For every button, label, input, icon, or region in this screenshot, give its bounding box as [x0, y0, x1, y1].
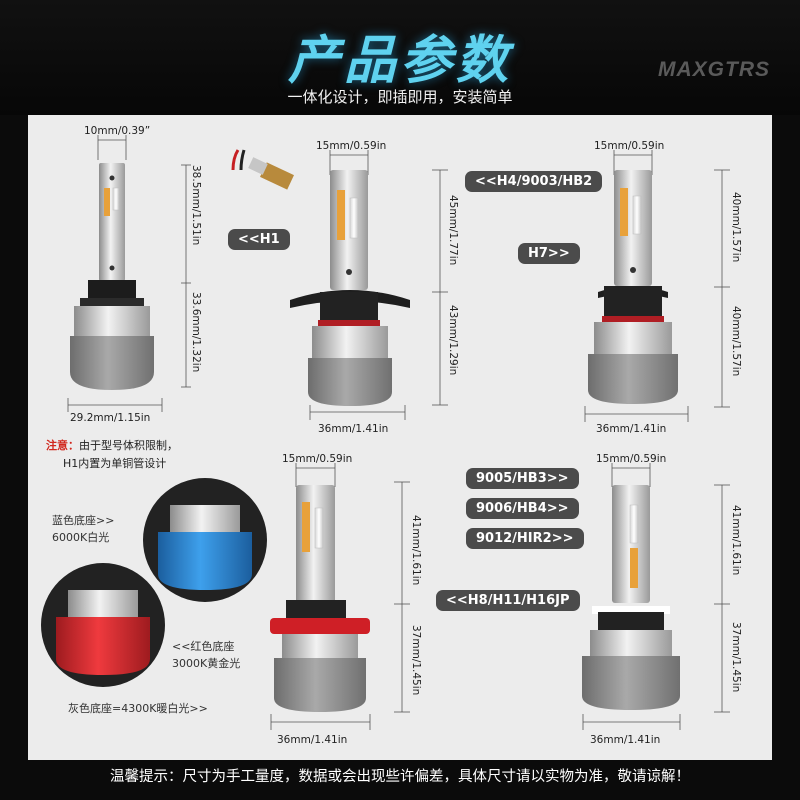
bulb-9005: [582, 485, 680, 710]
label-h1: <<H1: [228, 229, 290, 250]
h9005-width-top: 15mm/0.59in: [596, 453, 667, 465]
note-line1: 由于型号体积限制，: [79, 439, 178, 452]
blue-base-sample: [143, 478, 267, 602]
h11-width-bottom: 36mm/1.41in: [277, 734, 348, 746]
h7-height-lower: 40mm/1.57in: [730, 306, 742, 377]
label-h4: <<H4/9003/HB2: [465, 171, 603, 192]
bulb-h4: [290, 170, 410, 406]
h4-width-top: 15mm/0.59in: [316, 140, 387, 152]
label-h8: <<H8/H11/H16JP: [436, 590, 580, 611]
h7-height-upper: 40mm/1.57in: [730, 192, 742, 263]
blue-base-label: 蓝色底座>> 6000K白光: [52, 514, 115, 544]
h4-height-lower: 43mm/1.29in: [447, 305, 459, 376]
h11-height-lower: 37mm/1.45in: [410, 625, 422, 696]
h11-height-upper: 41mm/1.61in: [410, 515, 422, 586]
label-h7: H7>>: [518, 243, 580, 264]
connector-h1: [231, 149, 294, 190]
design-note: 注意：由于型号体积限制， H1内置为单铜管设计: [46, 437, 178, 473]
red-base-label: <<红色底座 3000K黄金光: [172, 640, 241, 670]
h9005-width-bottom: 36mm/1.41in: [590, 734, 661, 746]
grey-base-label: 灰色底座=4300K暖白光>>: [68, 702, 208, 715]
dimension-lines: [67, 135, 730, 730]
bulb-h7: [588, 170, 678, 404]
label-9006: 9006/HB4>>: [466, 498, 579, 519]
red-base-sample: [41, 563, 165, 687]
brand-logo: MAXGTRS: [658, 58, 770, 81]
h1-width-top: 10mm/0.39”: [84, 125, 151, 137]
h9005-height-lower: 37mm/1.45in: [730, 622, 742, 693]
h7-width-top: 15mm/0.59in: [594, 140, 665, 152]
footer-tip: 温馨提示：尺寸为手工量度，数据或会出现些许偏差，具体尺寸请以实物为准，敬请谅解！: [0, 760, 800, 800]
bulb-h11: [270, 485, 370, 712]
h1-width-bottom: 29.2mm/1.15in: [70, 412, 151, 424]
label-9005: 9005/HB3>>: [466, 468, 579, 489]
h4-height-upper: 45mm/1.77in: [447, 195, 459, 266]
header-bar: 产品参数 MAXGTRS 一体化设计，即插即用，安装简单: [0, 0, 800, 115]
label-9012: 9012/HIR2>>: [466, 528, 584, 549]
h4-width-bottom: 36mm/1.41in: [318, 423, 389, 435]
bulb-h1: [70, 163, 154, 390]
h7-width-bottom: 36mm/1.41in: [596, 423, 667, 435]
page-title: 产品参数: [287, 31, 512, 91]
h9005-height-upper: 41mm/1.61in: [730, 505, 742, 576]
h1-height-upper: 38.5mm/1.51in: [190, 165, 202, 246]
page-subtitle: 一体化设计，即插即用，安装简单: [287, 88, 513, 106]
note-prefix: 注意：: [46, 439, 79, 452]
h1-height-lower: 33.6mm/1.32in: [190, 292, 202, 373]
h11-width-top: 15mm/0.59in: [282, 453, 353, 465]
note-line2: H1内置为单铜管设计: [63, 457, 167, 470]
